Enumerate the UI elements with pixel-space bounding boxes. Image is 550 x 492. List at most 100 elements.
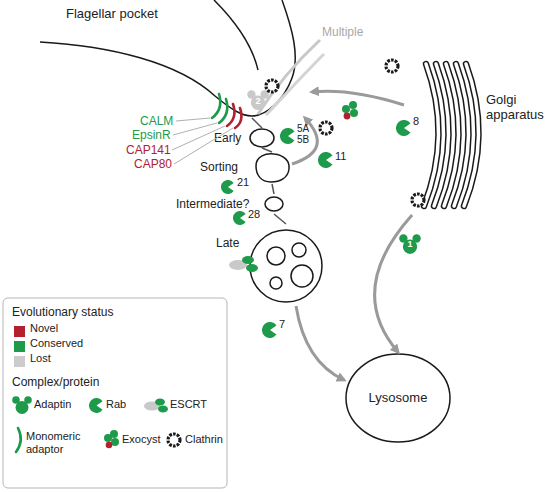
legend-box bbox=[3, 298, 227, 488]
cisterna-outline bbox=[424, 64, 439, 206]
monomeric-adaptor bbox=[227, 104, 234, 126]
late-endosome bbox=[250, 230, 322, 302]
membrane-tube bbox=[274, 214, 286, 224]
monomeric-adaptor bbox=[235, 108, 241, 128]
rab-number: 7 bbox=[279, 318, 285, 331]
adaptin-icon bbox=[247, 90, 269, 110]
traffic-arrow bbox=[296, 306, 344, 380]
cisterna-lumen bbox=[424, 64, 439, 206]
compartment-shape bbox=[404, 55, 548, 215]
legend-label: ESCRT bbox=[170, 398, 207, 411]
traffic-arrow bbox=[375, 215, 412, 352]
legend-clathrin-icon bbox=[168, 434, 180, 446]
clathrin-icon bbox=[320, 122, 332, 134]
cisterna-outline bbox=[454, 64, 469, 206]
rab-number: 5A bbox=[297, 123, 309, 135]
legend-exocyst-icon bbox=[104, 430, 119, 448]
rab-icon bbox=[233, 211, 246, 225]
compartment-node: Golgi apparatus bbox=[404, 55, 548, 215]
traffic-arrow bbox=[292, 118, 317, 164]
protein-label: CALM bbox=[140, 114, 173, 128]
intermediate-endosome bbox=[265, 197, 283, 211]
legend-label: Rab bbox=[106, 398, 126, 411]
protein-label: CAP141 bbox=[126, 143, 171, 157]
adaptin-number: 2 bbox=[252, 96, 264, 107]
clathrin-icon bbox=[386, 60, 398, 72]
leader-line bbox=[176, 118, 210, 121]
membrane-tube bbox=[252, 118, 262, 128]
flagellum bbox=[214, 0, 258, 70]
legend-swatch bbox=[14, 356, 25, 367]
legend-label: Conserved bbox=[30, 337, 83, 350]
legend-label: Lost bbox=[30, 352, 51, 365]
legend-label: Monomeric adaptor bbox=[26, 430, 98, 456]
cisterna-lumen bbox=[454, 64, 469, 206]
rab-icon bbox=[318, 152, 333, 168]
legend-escrt-icon bbox=[144, 399, 168, 413]
adaptin-number: 1 bbox=[404, 239, 416, 250]
intralumenal-vesicle bbox=[267, 247, 285, 265]
node-label: Late bbox=[216, 236, 250, 250]
legend-heading: Complex/protein bbox=[12, 375, 99, 389]
legend-adaptin-icon bbox=[12, 396, 32, 414]
cisterna-outline bbox=[434, 64, 449, 206]
traffic-arrow bbox=[312, 91, 404, 105]
status-label: Multiple bbox=[322, 25, 363, 39]
pocket-membrane bbox=[40, 0, 295, 116]
node-label: Sorting bbox=[200, 160, 256, 174]
legend-label: Novel bbox=[30, 322, 58, 335]
legend-adaptor-icon bbox=[16, 428, 21, 452]
rab-number: 5B bbox=[297, 134, 309, 146]
compartment-node: Early bbox=[210, 128, 278, 148]
legend-rab-icon bbox=[89, 398, 103, 413]
node-label: Early bbox=[214, 131, 254, 145]
lost-adaptor-line bbox=[258, 40, 320, 114]
rab-icon bbox=[396, 120, 411, 136]
rab-number: 8 bbox=[413, 115, 419, 128]
protein-label: CAP80 bbox=[134, 157, 172, 171]
legend-label: Clathrin bbox=[185, 433, 223, 446]
rab-number: 21 bbox=[237, 176, 249, 189]
node-label: Flagellar pocket bbox=[66, 6, 206, 21]
node-label: Golgi apparatus bbox=[486, 92, 548, 122]
sorting-endosome bbox=[256, 154, 289, 182]
legend-heading: Evolutionary status bbox=[12, 305, 113, 319]
compartment-node: Lysosome bbox=[344, 352, 452, 444]
rab-icon bbox=[280, 128, 295, 144]
rab-icon bbox=[221, 180, 234, 194]
leader-line bbox=[174, 128, 233, 164]
compartment-node: Intermediate? bbox=[174, 194, 286, 214]
intralumenal-vesicle bbox=[291, 265, 313, 287]
adaptin-icon bbox=[399, 234, 421, 254]
legend-label: Adaptin bbox=[34, 398, 71, 411]
rab-icon bbox=[262, 322, 277, 338]
intralumenal-vesicle bbox=[292, 243, 306, 257]
membrane-tube bbox=[272, 184, 274, 194]
early-endosome bbox=[250, 129, 274, 147]
legend-swatch bbox=[14, 341, 25, 352]
exocyst-icon bbox=[342, 101, 358, 119]
leader-line bbox=[173, 123, 217, 135]
rab-number: 11 bbox=[335, 150, 346, 163]
membrane-tube bbox=[262, 148, 272, 152]
cisterna-outline bbox=[444, 64, 459, 206]
legend-label: Exocyst bbox=[122, 433, 161, 446]
legend-swatch bbox=[14, 326, 25, 337]
protein-label: EpsinR bbox=[132, 128, 171, 142]
lost-adaptor-line bbox=[266, 54, 324, 115]
clathrin-icon bbox=[266, 80, 278, 92]
clathrin-icon bbox=[412, 194, 424, 206]
cisterna-lumen bbox=[434, 64, 449, 206]
cisterna-lumen bbox=[444, 64, 459, 206]
escrt-icon bbox=[229, 256, 258, 272]
node-label: Lysosome bbox=[344, 390, 452, 405]
cisterna-outline bbox=[464, 64, 479, 206]
monomeric-adaptor bbox=[219, 99, 227, 123]
cisterna-lumen bbox=[464, 64, 479, 206]
monomeric-adaptor bbox=[212, 94, 220, 118]
rab-number: 28 bbox=[248, 208, 260, 221]
compartment-node: Flagellar pocket bbox=[30, 0, 312, 118]
intralumenal-vesicle bbox=[270, 277, 282, 289]
